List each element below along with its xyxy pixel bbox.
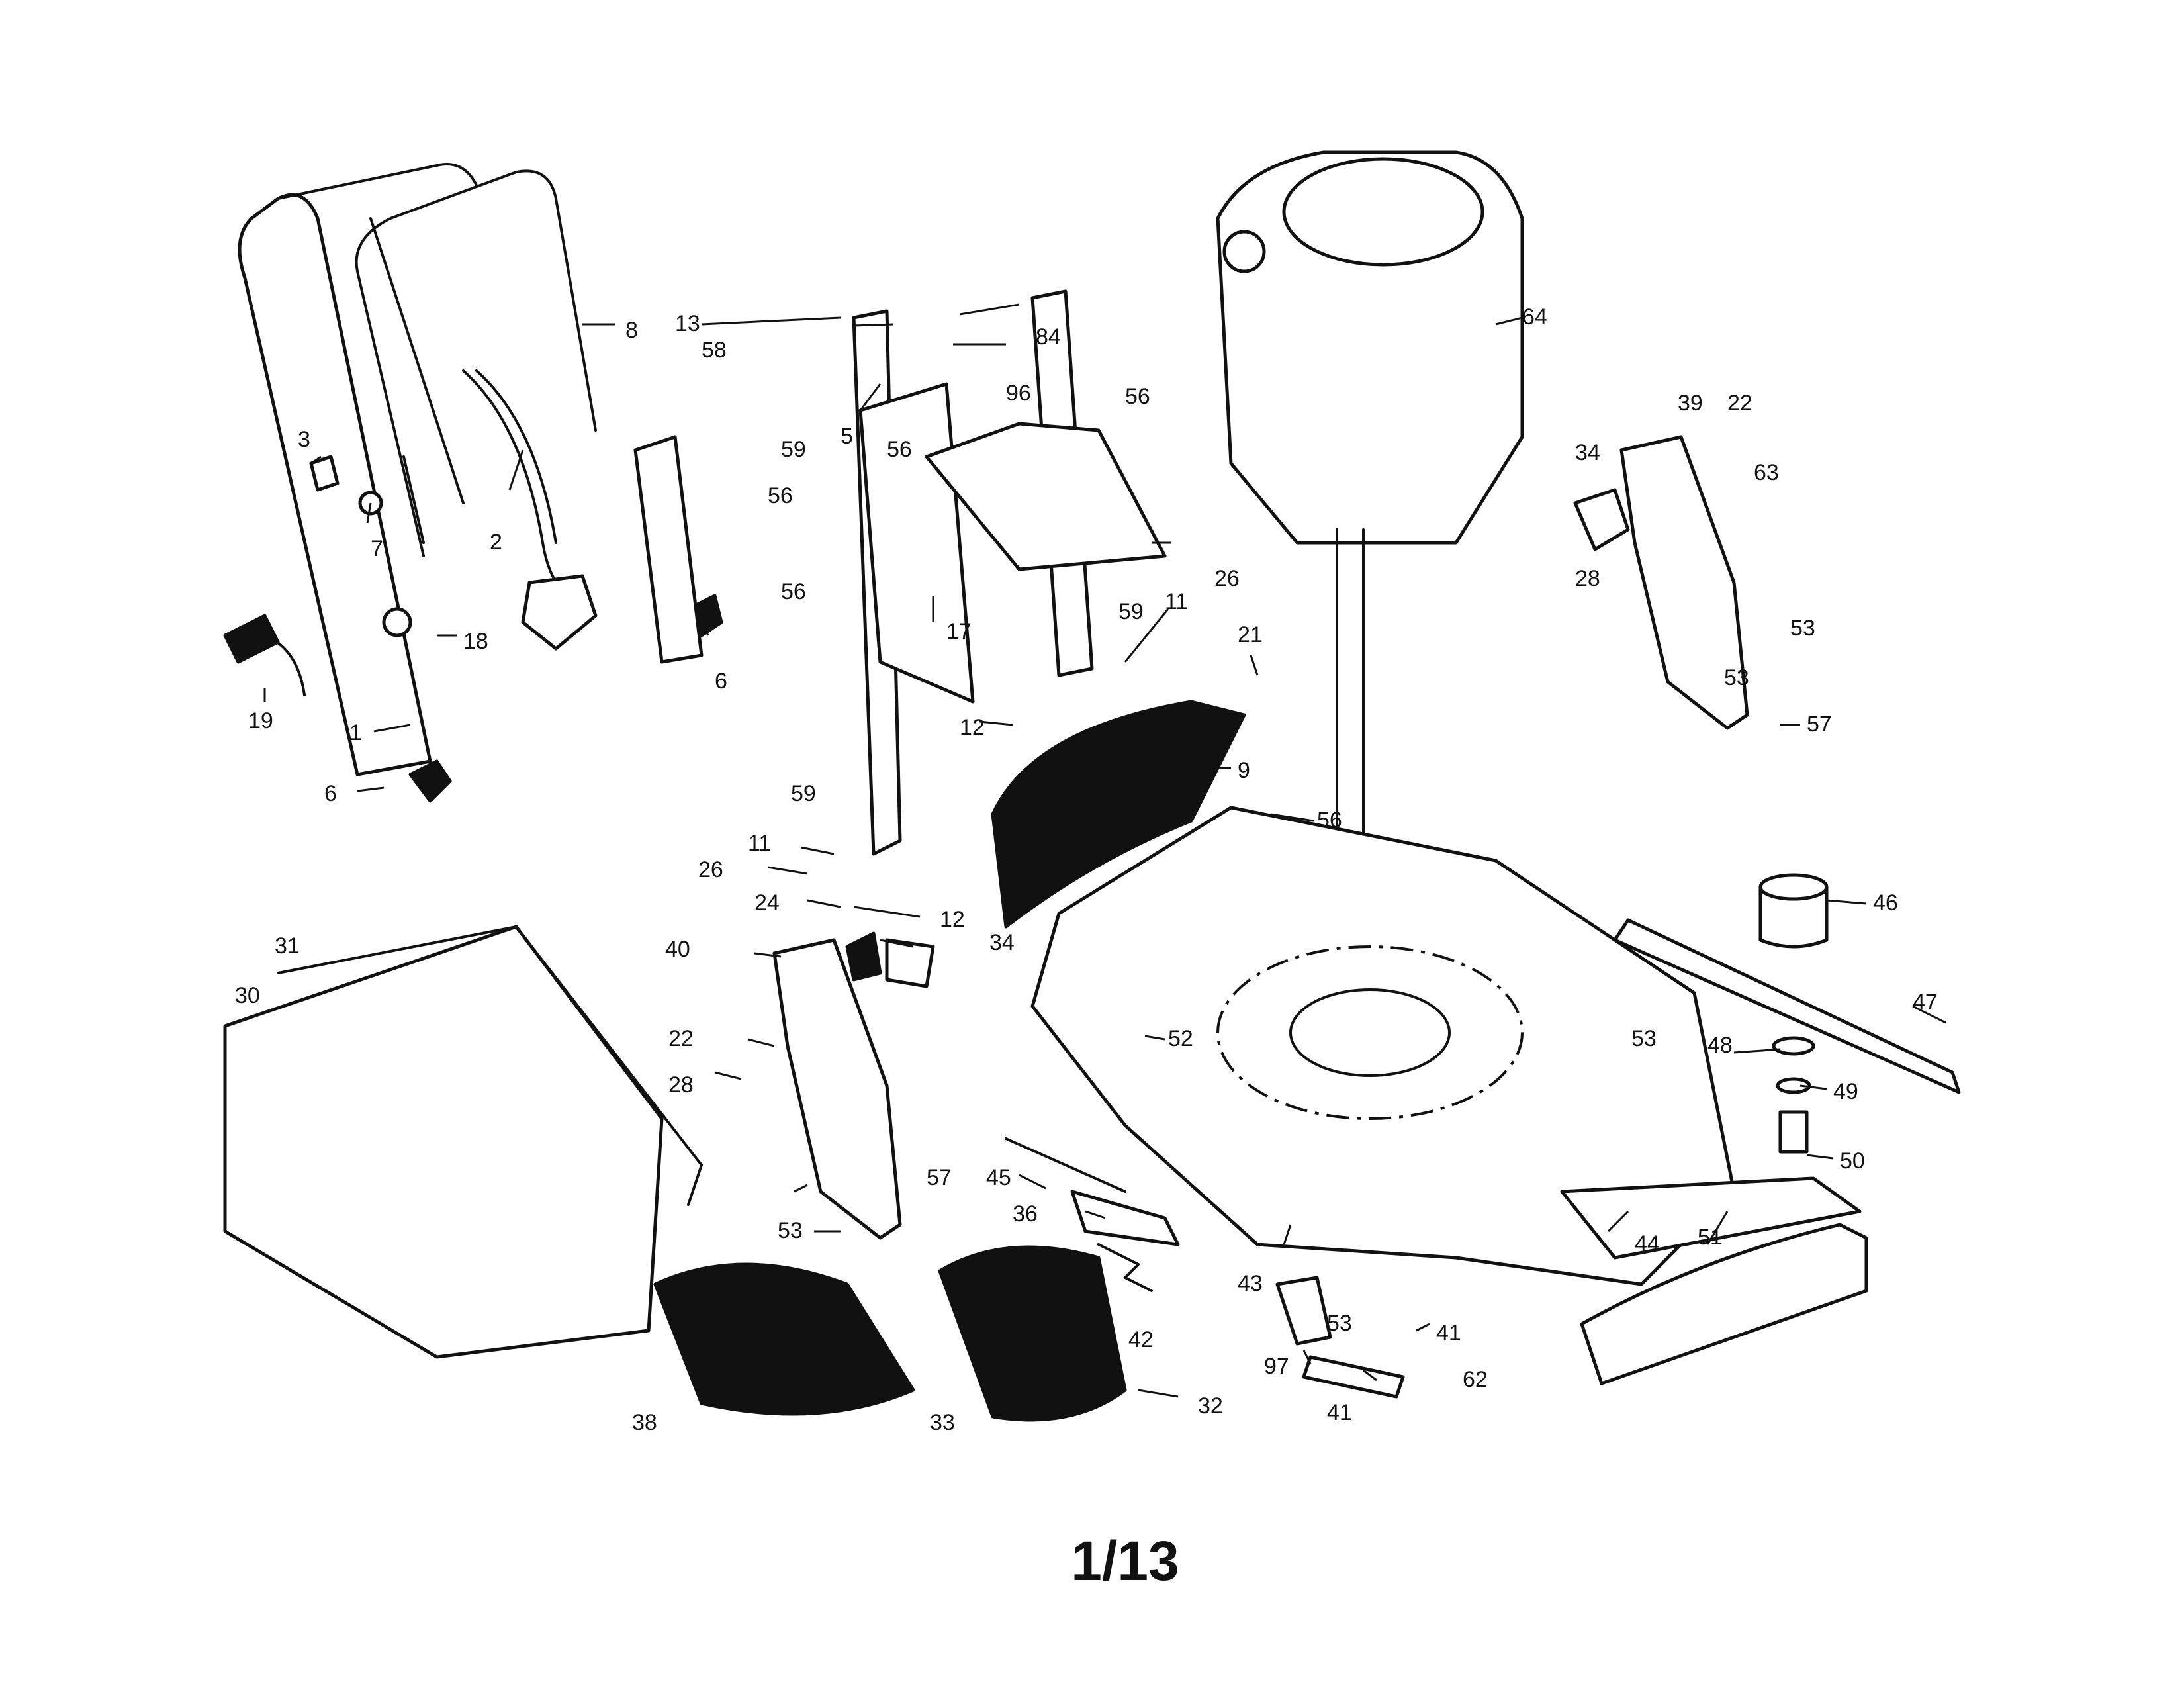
- callout-leaders: [263, 303, 1946, 1398]
- callout-6: 6: [715, 669, 727, 694]
- callout-64: 64: [1522, 305, 1547, 330]
- callout-59: 59: [781, 437, 806, 462]
- callout-40: 40: [665, 937, 690, 962]
- callout-19: 19: [248, 708, 273, 733]
- callout-52: 52: [1168, 1026, 1193, 1051]
- callout-47: 47: [1913, 990, 1938, 1015]
- callout-50: 50: [1840, 1149, 1865, 1174]
- callout-42: 42: [1128, 1327, 1154, 1352]
- callout-28: 28: [1575, 566, 1600, 591]
- hinge-rod: [1005, 1137, 1180, 1292]
- callout-22: 22: [1727, 391, 1752, 416]
- callout-96: 96: [1006, 381, 1031, 406]
- mower-deck: [1030, 806, 1736, 1286]
- callout-labels: 1 2 3 5 6 6 7 8 9 11 11 12 12 13 17 18 1…: [235, 305, 1938, 1435]
- callout-59b: 59: [1118, 599, 1144, 624]
- callout-56d: 56: [768, 483, 793, 508]
- callout-48: 48: [1707, 1033, 1733, 1058]
- engine: [1216, 150, 1524, 928]
- callout-22b: 22: [668, 1026, 694, 1051]
- discharge-door: [925, 422, 1167, 571]
- callout-45: 45: [986, 1165, 1011, 1190]
- callout-53: 53: [1790, 616, 1815, 641]
- callout-8: 8: [625, 318, 638, 343]
- callout-1: 1: [349, 720, 362, 745]
- callout-44: 44: [1635, 1231, 1660, 1256]
- callout-53e: 53: [1724, 665, 1749, 690]
- rear-baffle: [991, 700, 1246, 929]
- callout-12: 12: [960, 715, 985, 740]
- callout-53d: 53: [1327, 1311, 1352, 1336]
- callout-57b: 57: [927, 1165, 952, 1190]
- callout-49: 49: [1833, 1079, 1858, 1104]
- callout-21: 21: [1238, 622, 1263, 647]
- side-deflector: [653, 1262, 915, 1416]
- callout-56c: 56: [1317, 808, 1342, 833]
- callout-57: 57: [1807, 712, 1832, 737]
- callout-56: 56: [1125, 384, 1150, 409]
- height-adjuster-right: [1573, 435, 1749, 730]
- callout-31: 31: [275, 933, 300, 959]
- callout-17: 17: [946, 619, 972, 644]
- callout-12b: 12: [940, 907, 965, 932]
- mulch-plug: [938, 1245, 1127, 1422]
- callout-59c: 59: [791, 781, 816, 806]
- callout-43: 43: [1238, 1271, 1263, 1296]
- callout-11: 11: [1165, 589, 1188, 614]
- callout-5: 5: [841, 424, 853, 449]
- hardware-small: [223, 455, 723, 803]
- blade: [1613, 918, 1961, 1094]
- front-skirt: [1560, 1176, 1868, 1385]
- height-adjuster-left: [772, 931, 935, 1240]
- callout-41: 41: [1436, 1321, 1461, 1346]
- callout-33: 33: [930, 1410, 955, 1435]
- callout-2: 2: [490, 530, 502, 555]
- callout-32: 32: [1198, 1393, 1223, 1419]
- callout-3: 3: [298, 427, 310, 452]
- callout-46: 46: [1873, 890, 1898, 915]
- blade-adapter: [1758, 873, 1829, 1154]
- control-cable: [462, 369, 598, 651]
- lower-handle-left: [633, 435, 704, 664]
- callout-84: 84: [1036, 324, 1061, 350]
- callout-34b: 34: [989, 930, 1015, 955]
- callout-58: 58: [702, 338, 727, 363]
- callout-26b: 26: [698, 857, 723, 882]
- callout-56e: 56: [887, 437, 912, 462]
- callout-97: 97: [1264, 1354, 1289, 1379]
- callout-7: 7: [371, 536, 383, 561]
- control-bail: [355, 169, 597, 557]
- mounting-bracket: [1275, 1276, 1405, 1399]
- callout-53c: 53: [778, 1218, 803, 1243]
- callout-39: 39: [1678, 391, 1703, 416]
- callout-9: 9: [1238, 758, 1250, 783]
- callout-24: 24: [754, 890, 780, 915]
- callout-6b: 6: [324, 781, 337, 806]
- callout-53b: 53: [1631, 1026, 1657, 1051]
- callout-30: 30: [235, 983, 260, 1008]
- page-number: 1/13: [1071, 1530, 1179, 1592]
- callout-38: 38: [632, 1410, 657, 1435]
- callout-62: 62: [1463, 1367, 1488, 1392]
- callout-18: 18: [463, 629, 488, 654]
- callout-41b: 41: [1327, 1400, 1352, 1425]
- callout-56b: 56: [781, 579, 806, 604]
- grass-bag: [223, 925, 704, 1359]
- callout-34: 34: [1575, 440, 1600, 465]
- callout-63: 63: [1754, 460, 1779, 485]
- callout-11b: 11: [748, 831, 771, 856]
- callout-28b: 28: [668, 1072, 694, 1098]
- callout-36: 36: [1013, 1201, 1038, 1227]
- callout-26: 26: [1214, 566, 1240, 591]
- callout-13: 13: [675, 311, 700, 336]
- callout-51: 51: [1698, 1225, 1723, 1250]
